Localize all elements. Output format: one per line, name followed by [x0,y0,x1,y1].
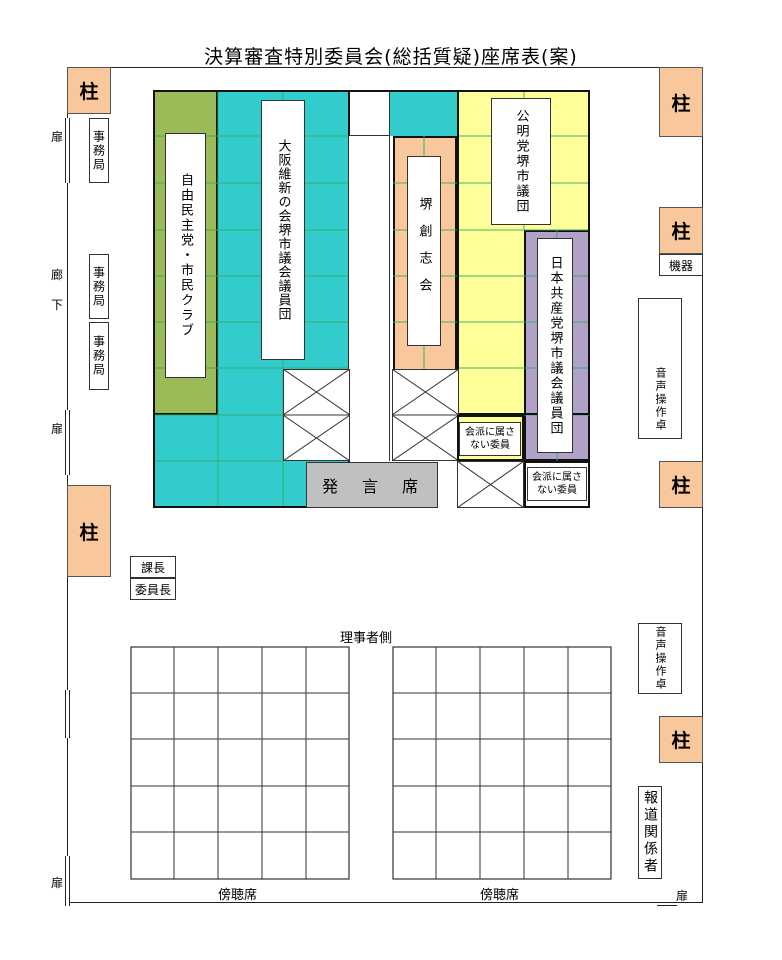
gallery-right-label: 傍聴席 [480,888,520,903]
pillar-top-right: 柱 [659,67,703,137]
pillar-right-4: 柱 [659,716,703,763]
empty-seats-right [392,369,459,461]
faction-label-sousei: 堺創志会 [407,156,441,346]
seating-block: 自由民主党・市民クラブ 大阪維新の会堺市議会議員団 堺創志会 公明党堺市議団 日… [153,90,590,508]
door-gap-1 [65,118,70,183]
pillar-right-3: 柱 [659,461,703,508]
faction-label-komei: 公明党堺市議団 [491,98,551,225]
pillar-right-2: 柱 [659,207,703,254]
sound-desk-2-label: 音声操作卓 [654,626,667,691]
gallery-right-grid [392,646,612,880]
kacho-seat: 課長 [130,556,176,578]
gallery-left-grid [130,646,350,880]
corridor-label-2: 下 [51,298,64,312]
independent-label-1: 会派に属さない委員 [459,422,521,456]
sound-desk-2: 音声操作卓 [638,623,682,694]
door-gap-4 [657,902,677,906]
equipment-box: 機器 [659,254,703,276]
aisle-top [348,90,390,136]
press-area: 報道関係者 [638,786,662,879]
block-border-top [153,90,590,508]
sound-desk-1-label: 音声操作卓 [654,367,667,432]
empty-seat-bottom [457,461,524,508]
door-label-1: 扉 [51,130,64,144]
gallery-left-label: 傍聴席 [218,888,258,903]
right-block-border [457,90,590,415]
office-box-2: 事務局 [89,254,109,319]
empty-seats-left [283,369,350,461]
page-title: 決算審査特別委員会(総括質疑)座席表(案) [204,46,578,68]
wall-detail [65,690,70,738]
gallery-right-lines [393,647,611,879]
sound-desk-1: 音声操作卓 [638,298,682,439]
pillar-mid-left: 柱 [67,485,111,577]
office-box-3: 事務局 [89,322,109,390]
door-label-4: 扉 [676,889,689,903]
pillar-top-left: 柱 [67,67,111,114]
chairperson-seat: 委員長 [130,578,176,600]
office-box-1: 事務局 [89,118,109,183]
door-label-2: 扉 [51,422,64,436]
ishin-top-right [390,90,459,136]
door-gap-3 [65,856,70,906]
door-gap-2 [65,410,70,475]
center-aisle [348,136,390,461]
speaker-seat: 発 言 席 [306,462,438,508]
riji-side-label: 理事者側 [340,631,393,646]
independent-label-2: 会派に属さない委員 [527,467,587,501]
faction-label-jimin: 自由民主党・市民クラブ [165,133,206,378]
corridor-label-1: 廊 [51,268,64,282]
door-label-3: 扉 [51,876,64,890]
top-right-border [390,90,459,136]
gallery-left-lines [131,647,349,879]
faction-label-ishin: 大阪維新の会堺市議会議員団 [261,100,305,360]
faction-label-kyosan: 日本共産党堺市議会議員団 [537,238,573,453]
